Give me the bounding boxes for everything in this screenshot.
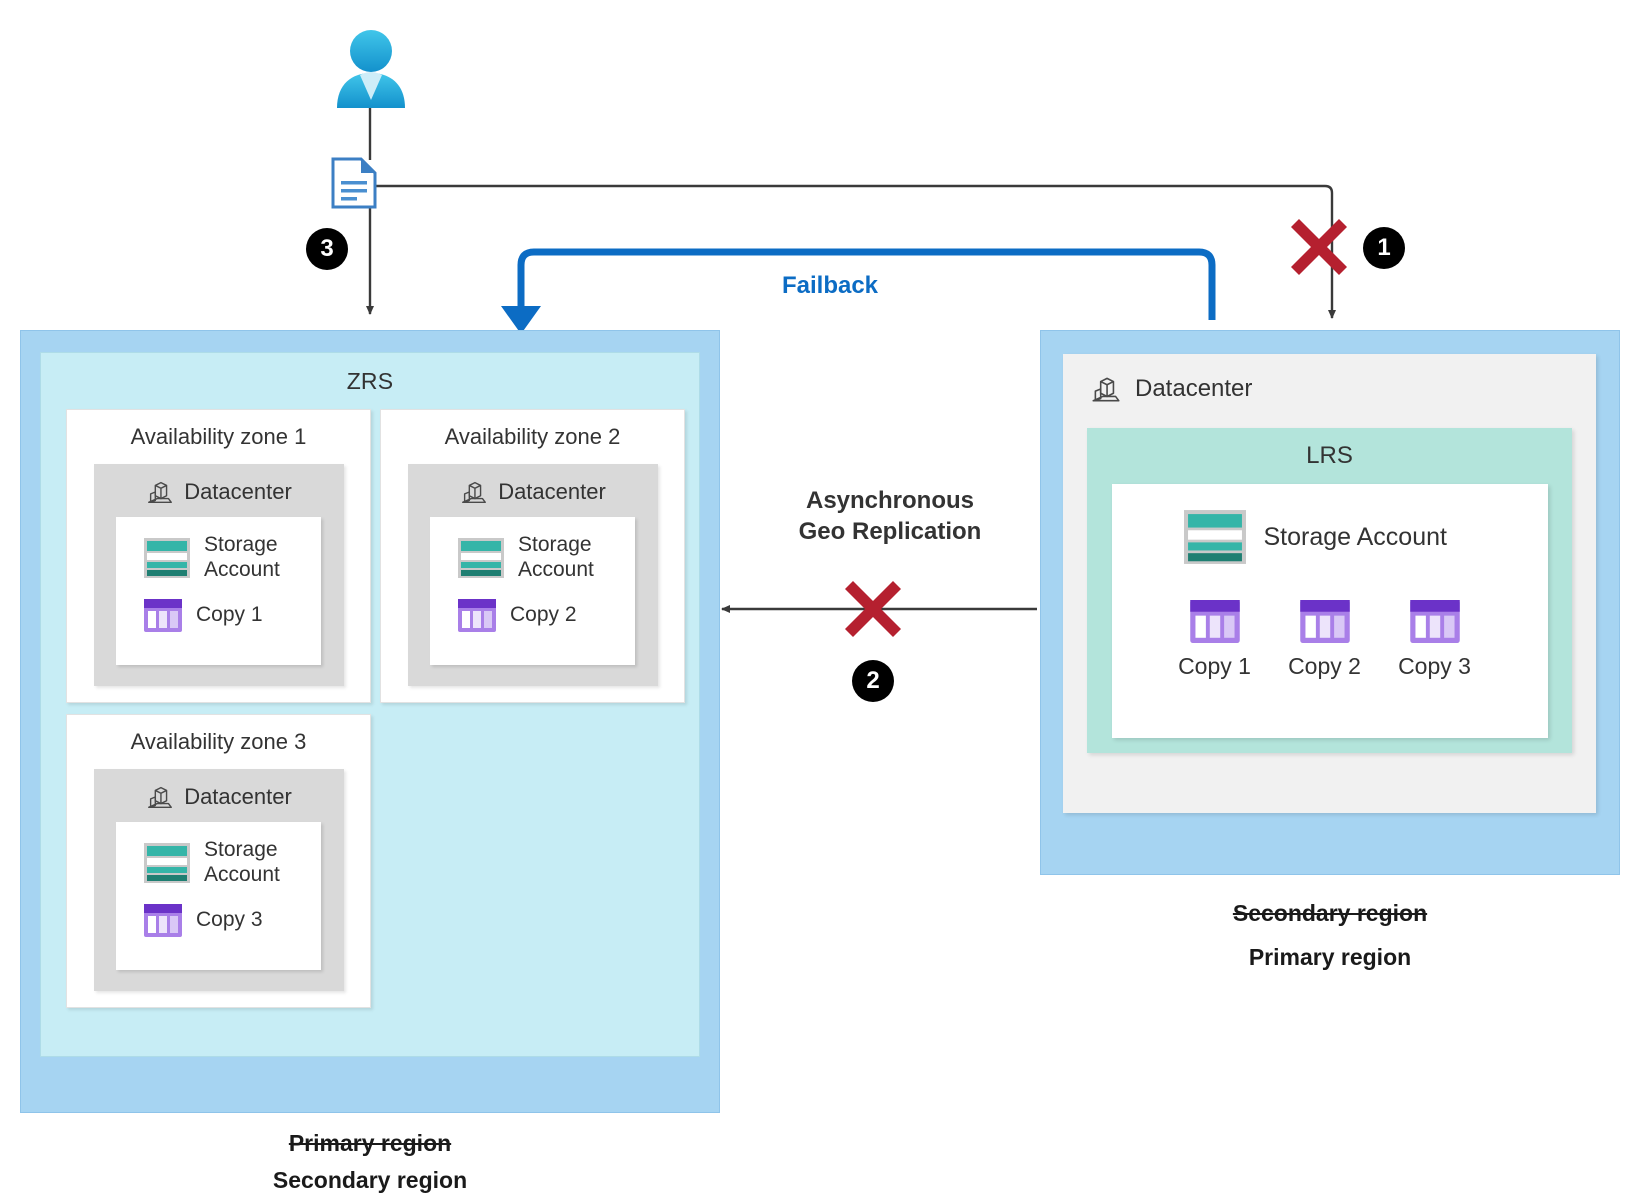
lrs-copy-3-label: Copy 3 <box>1398 653 1471 679</box>
lrs-copy-3: Copy 3 <box>1380 600 1490 680</box>
datacenter-icon <box>148 786 173 809</box>
left-region-caption-struck: Primary region <box>288 1130 452 1156</box>
copy-icon <box>144 598 182 632</box>
copy-icon <box>458 598 496 632</box>
copy-icon <box>1189 600 1240 643</box>
availability-zone-3-title: Availability zone 3 <box>130 729 307 754</box>
lrs-storage-account-label: Storage Account <box>1263 522 1447 551</box>
lrs-copy-1-label: Copy 1 <box>1178 653 1251 679</box>
zone-1-datacenter-label: Datacenter <box>184 479 292 504</box>
datacenter-icon <box>1092 377 1120 402</box>
zone-3-datacenter-panel: Datacenter Storage Account <box>93 769 344 991</box>
zone-2-copy-label: Copy 2 <box>510 603 577 627</box>
availability-zone-2-card: Availability zone 2 Datacenter <box>380 409 685 703</box>
document-icon <box>331 157 377 209</box>
right-datacenter-label: Datacenter <box>1135 375 1253 402</box>
zone-3-copy-label: Copy 3 <box>196 908 263 932</box>
zone-1-storage-label: Storage Account <box>204 533 280 581</box>
storage-account-icon <box>144 537 190 578</box>
lrs-copy-2-label: Copy 2 <box>1288 653 1361 679</box>
zone-1-datacenter-panel: Datacenter Storage Account <box>93 464 344 686</box>
storage-account-icon <box>458 537 504 578</box>
datacenter-icon <box>462 481 487 504</box>
user-icon <box>337 30 405 108</box>
copy-icon <box>1299 600 1350 643</box>
step-badge-2: 2 <box>852 660 894 702</box>
lrs-copy-1: Copy 1 <box>1160 600 1270 680</box>
right-datacenter-panel: Datacenter LRS Storage Account <box>1063 354 1596 813</box>
zone-2-datacenter-label: Datacenter <box>498 479 606 504</box>
copy-icon <box>144 903 182 937</box>
lrs-copy-2: Copy 2 <box>1270 600 1380 680</box>
zone-2-storage-box: Storage Account Copy 2 <box>430 517 635 665</box>
step-badge-1: 1 <box>1363 227 1405 269</box>
zone-2-storage-label: Storage Account <box>518 533 594 581</box>
failback-label: Failback <box>781 272 879 299</box>
lrs-panel: LRS Storage Account <box>1087 428 1572 753</box>
copy-icon <box>1409 600 1460 643</box>
zone-1-storage-box: Storage Account Copy 1 <box>116 517 321 665</box>
datacenter-icon <box>148 481 173 504</box>
failure-cross-step-2 <box>845 581 901 637</box>
right-region-caption-current: Primary region <box>1248 944 1412 970</box>
lrs-title: LRS <box>1306 442 1353 469</box>
left-region-caption-current: Secondary region <box>272 1167 468 1193</box>
availability-zone-1-card: Availability zone 1 Datacenter <box>66 409 371 703</box>
zone-3-storage-label: Storage Account <box>204 838 280 886</box>
availability-zone-3-card: Availability zone 3 Datacenter <box>66 714 371 1008</box>
zone-3-datacenter-label: Datacenter <box>184 784 292 809</box>
failure-cross-step-1 <box>1291 219 1347 275</box>
storage-account-icon <box>1183 510 1246 564</box>
lrs-storage-box: Storage Account Copy 1 <box>1111 484 1548 738</box>
zone-1-copy-label: Copy 1 <box>196 603 263 627</box>
availability-zone-1-title: Availability zone 1 <box>130 424 307 449</box>
zone-2-datacenter-panel: Datacenter Storage Account <box>407 464 658 686</box>
step-badge-3: 3 <box>306 228 348 270</box>
availability-zone-2-title: Availability zone 2 <box>444 424 621 449</box>
geo-replication-label: Asynchronous Geo Replication <box>798 487 982 546</box>
zrs-title: ZRS <box>346 368 394 394</box>
storage-account-icon <box>144 842 190 883</box>
zone-3-storage-box: Storage Account Copy 3 <box>116 822 321 970</box>
right-region-caption-struck: Secondary region <box>1232 900 1428 926</box>
